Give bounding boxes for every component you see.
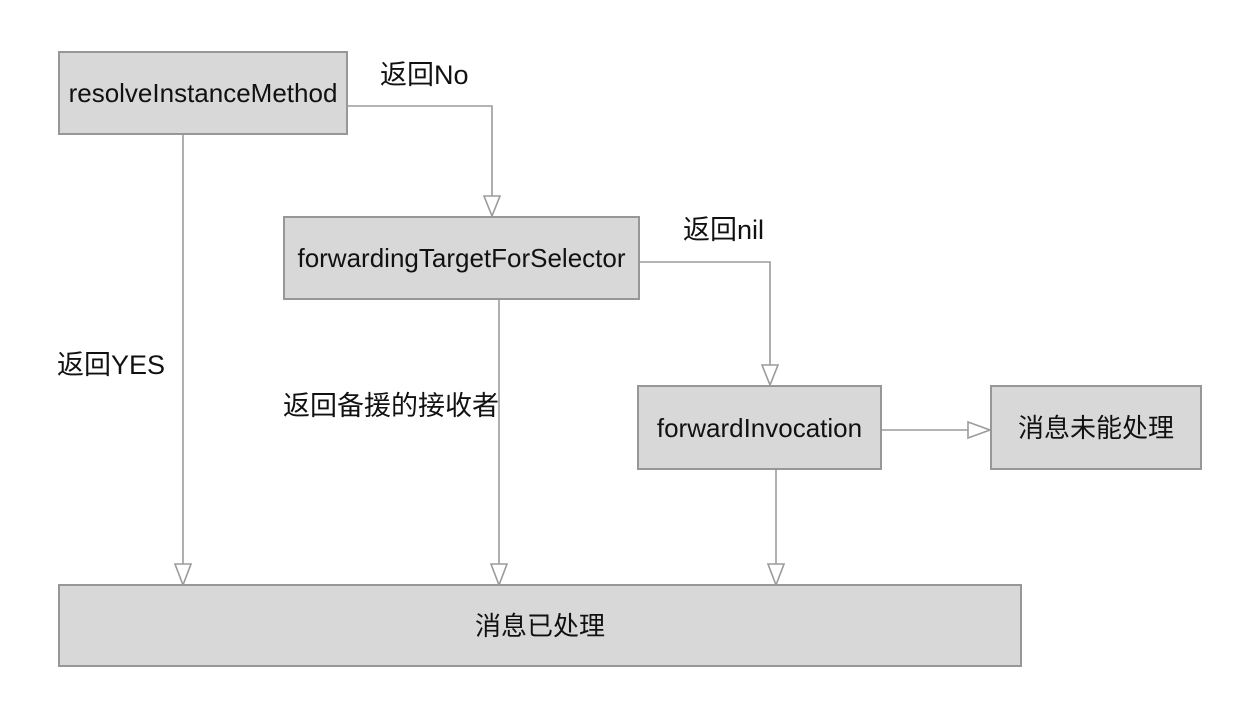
edge-resolve-to-message-handled — [173, 135, 193, 588]
edge-forwarding-target-to-message-handled — [489, 300, 509, 588]
edge-label-return-yes: 返回YES — [57, 350, 166, 380]
node-message-handled: 消息已处理 — [58, 584, 1022, 667]
node-message-not-handled: 消息未能处理 — [990, 385, 1202, 470]
node-forwarding-target-for-selector: forwardingTargetForSelector — [283, 216, 640, 300]
arrowhead-down-icon — [482, 195, 502, 219]
arrowhead-down-icon — [489, 563, 509, 588]
edge-label-return-no: 返回No — [380, 60, 469, 90]
node-forward-invocation: forwardInvocation — [637, 385, 882, 470]
arrowhead-down-icon — [760, 364, 780, 388]
arrowhead-right-icon — [967, 420, 993, 440]
edge-label-return-backup-receiver: 返回备援的接收者 — [283, 391, 499, 421]
arrowhead-down-icon — [766, 563, 786, 588]
arrowhead-down-icon — [173, 563, 193, 588]
edge-forward-invocation-to-message-not-handled — [882, 420, 993, 440]
edge-resolve-to-forwarding-target — [348, 105, 502, 219]
edge-forwarding-target-to-forward-invocation — [640, 261, 780, 388]
edge-forward-invocation-to-message-handled — [766, 470, 786, 588]
node-resolve-instance-method: resolveInstanceMethod — [58, 51, 348, 135]
edge-label-return-nil: 返回nil — [683, 215, 765, 245]
